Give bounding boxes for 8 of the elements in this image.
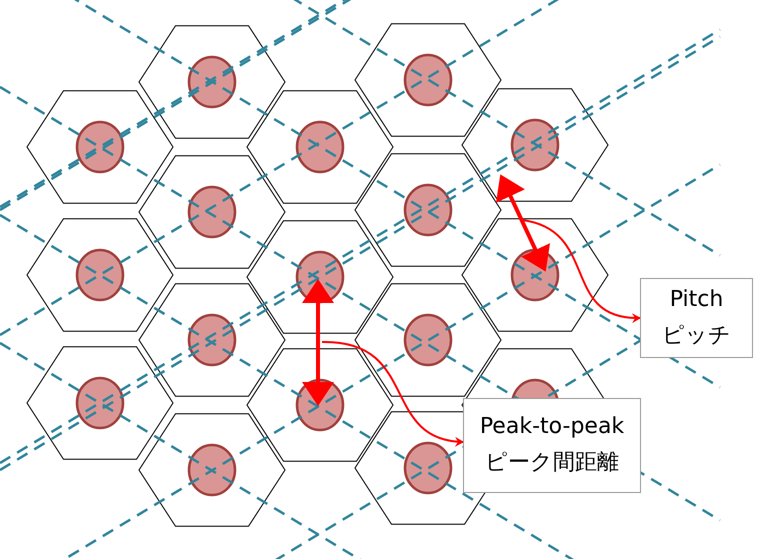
callout-text: ピーク間距離 [485, 449, 619, 477]
leader-line [522, 219, 641, 322]
callout-text: ピッチ [662, 322, 731, 350]
callout-text: Pitch [670, 286, 724, 312]
leader-line [322, 341, 464, 446]
callout-text: Peak-to-peak [480, 414, 624, 439]
callout-box [463, 398, 641, 493]
callout-box [640, 278, 753, 358]
